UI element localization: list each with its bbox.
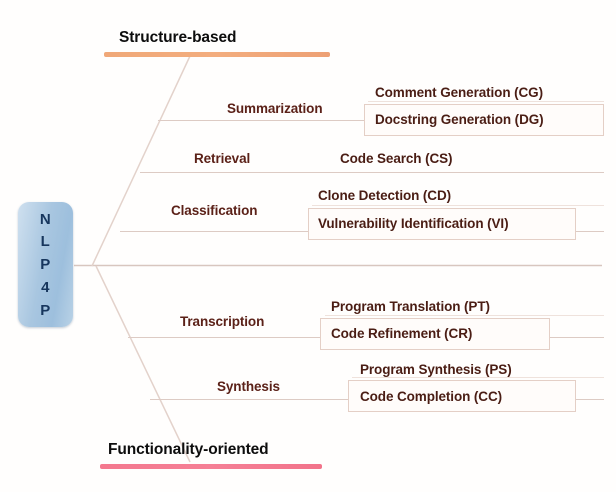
leaf-docstring-generation[interactable]: Docstring Generation (DG)	[375, 112, 544, 127]
spine-top-diagonal	[91, 55, 191, 267]
leaf-frame-docstring-generation	[364, 104, 604, 136]
leaf-program-synthesis[interactable]: Program Synthesis (PS)	[360, 362, 512, 377]
heading-bar-functionality-oriented	[100, 464, 322, 469]
leaf-code-search[interactable]: Code Search (CS)	[340, 151, 453, 166]
leaf-frame-vulnerability-identification	[308, 208, 576, 240]
heading-structure-based: Structure-based	[119, 29, 237, 46]
leaf-clone-detection[interactable]: Clone Detection (CD)	[318, 188, 452, 203]
root-letter-4: 4	[41, 278, 50, 296]
spine-bottom-diagonal	[95, 265, 191, 463]
leaf-program-translation[interactable]: Program Translation (PT)	[331, 299, 490, 314]
root-node-nlp4p[interactable]: N L P 4 P	[18, 202, 73, 327]
leaf-comment-generation[interactable]: Comment Generation (CG)	[375, 85, 543, 100]
leaf-frame-code-refinement	[320, 318, 550, 350]
heading-bar-structure-based	[104, 52, 330, 57]
leaf-code-refinement[interactable]: Code Refinement (CR)	[331, 326, 473, 341]
category-retrieval[interactable]: Retrieval	[194, 151, 251, 166]
root-letter-5: P	[40, 301, 51, 319]
leaf-code-completion[interactable]: Code Completion (CC)	[360, 389, 502, 404]
category-transcription[interactable]: Transcription	[180, 314, 265, 329]
root-letter-2: L	[40, 233, 51, 251]
category-summarization[interactable]: Summarization	[227, 101, 323, 116]
category-classification[interactable]: Classification	[171, 203, 258, 218]
root-letter-1: N	[39, 210, 52, 228]
root-letter-3: P	[40, 256, 51, 274]
leaf-frame-code-completion	[348, 380, 576, 412]
category-synthesis[interactable]: Synthesis	[217, 379, 280, 394]
heading-functionality-oriented: Functionality-oriented	[108, 441, 269, 458]
leaf-vulnerability-identification[interactable]: Vulnerability Identification (VI)	[318, 216, 509, 231]
